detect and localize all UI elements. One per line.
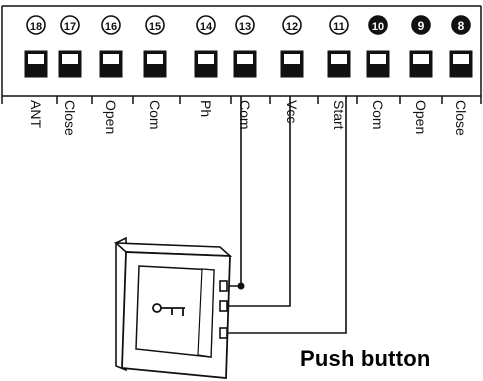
terminal-number-circle (101, 15, 121, 35)
push-button-bevel (197, 268, 215, 358)
terminal-label: Ph (198, 100, 214, 117)
terminal-label: Close (453, 100, 469, 136)
terminal-label: Com (370, 100, 386, 130)
terminal-number-circle (145, 15, 165, 35)
push-button-contacts (219, 280, 228, 339)
terminal-label: Open (103, 100, 119, 134)
terminal-screw-window (453, 54, 469, 64)
terminal-screw-window (62, 54, 78, 64)
terminal-label: Com (237, 100, 253, 130)
terminal-number: 12 (286, 21, 298, 33)
wire-terminal-12 (226, 96, 291, 307)
terminal-number-circle (329, 15, 349, 35)
terminal-label: Vcc (284, 100, 300, 123)
wires (226, 96, 347, 334)
terminal-screw-window (237, 54, 253, 64)
wire-terminal-11 (226, 96, 347, 334)
terminal-number: 16 (105, 21, 117, 33)
terminal-number-circle (368, 15, 388, 35)
terminal-screw-window (198, 54, 214, 64)
terminal-screw-window (284, 54, 300, 64)
terminal-number: 11 (333, 21, 345, 33)
terminal-screw-window (103, 54, 119, 64)
terminal-label: ANT (28, 100, 44, 128)
terminal-screw-window (370, 54, 386, 64)
terminal-number-circle (451, 15, 471, 35)
terminal-screw-window (331, 54, 347, 64)
push-button-caption: Push button (300, 346, 431, 371)
terminal-number-circle (60, 15, 80, 35)
terminal-screw-window (147, 54, 163, 64)
terminal-label: Open (413, 100, 429, 134)
terminal-number: 10 (372, 21, 384, 33)
terminal-number-circle (26, 15, 46, 35)
wire-junction (237, 282, 245, 290)
terminal-number: 13 (239, 21, 251, 33)
terminal-number: 9 (418, 19, 425, 33)
terminal-label: Com (147, 100, 163, 130)
terminal-number: 8 (458, 19, 465, 33)
terminal-screw-window (28, 54, 44, 64)
push-button-device (113, 236, 233, 379)
terminal-number: 17 (64, 21, 76, 33)
terminal-number: 18 (30, 21, 42, 33)
terminal-label: Start (331, 100, 347, 130)
terminal-screw-window (413, 54, 429, 64)
terminal-number-circle (282, 15, 302, 35)
terminal-label: Close (62, 100, 78, 136)
terminal-number-circle (411, 15, 431, 35)
terminal-number: 15 (149, 21, 161, 33)
terminal-number-circle (196, 15, 216, 35)
terminal-number: 14 (200, 21, 213, 33)
key-icon (152, 303, 185, 316)
terminal-number-circle (235, 15, 255, 35)
